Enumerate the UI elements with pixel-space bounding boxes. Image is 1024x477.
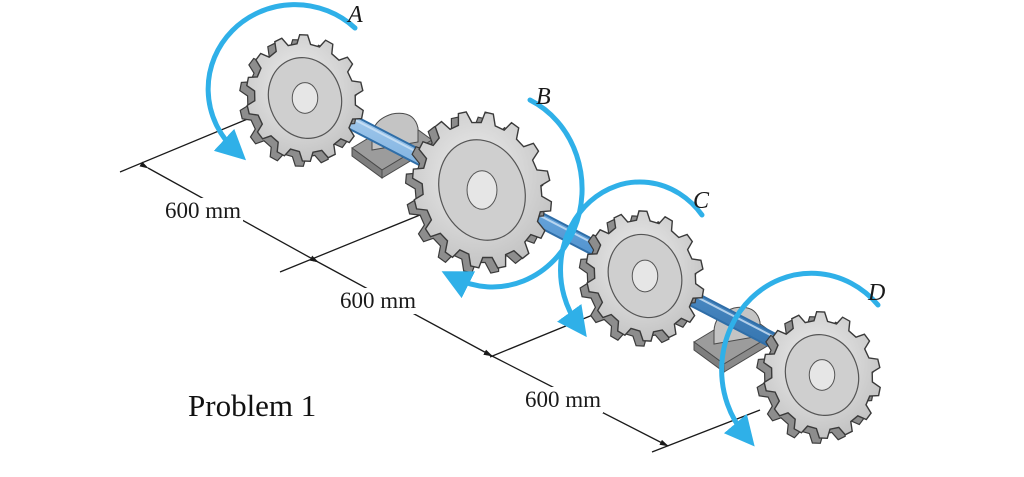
torque-arrow-c: [557, 179, 705, 338]
torque-arrow-a: [205, 2, 358, 161]
gear-label-b: B: [536, 84, 551, 110]
gear-label-c: C: [693, 188, 710, 214]
dimension-label-cd: 600 mm: [523, 387, 604, 413]
gear-label-d: D: [868, 280, 886, 306]
gear-c: [578, 210, 705, 347]
gear-label-a: A: [348, 2, 363, 28]
torque-arrow-d: [719, 270, 881, 447]
dimension-label-ab: 600 mm: [163, 198, 244, 224]
torque-arrows: [205, 2, 881, 447]
gear-a: [239, 33, 364, 167]
gear-b: [404, 111, 553, 274]
gear-d: [756, 310, 881, 444]
dimension-label-bc: 600 mm: [338, 288, 419, 314]
problem-caption: Problem 1: [188, 388, 317, 423]
gears: [239, 33, 881, 444]
torque-arrow-b: [441, 97, 585, 299]
